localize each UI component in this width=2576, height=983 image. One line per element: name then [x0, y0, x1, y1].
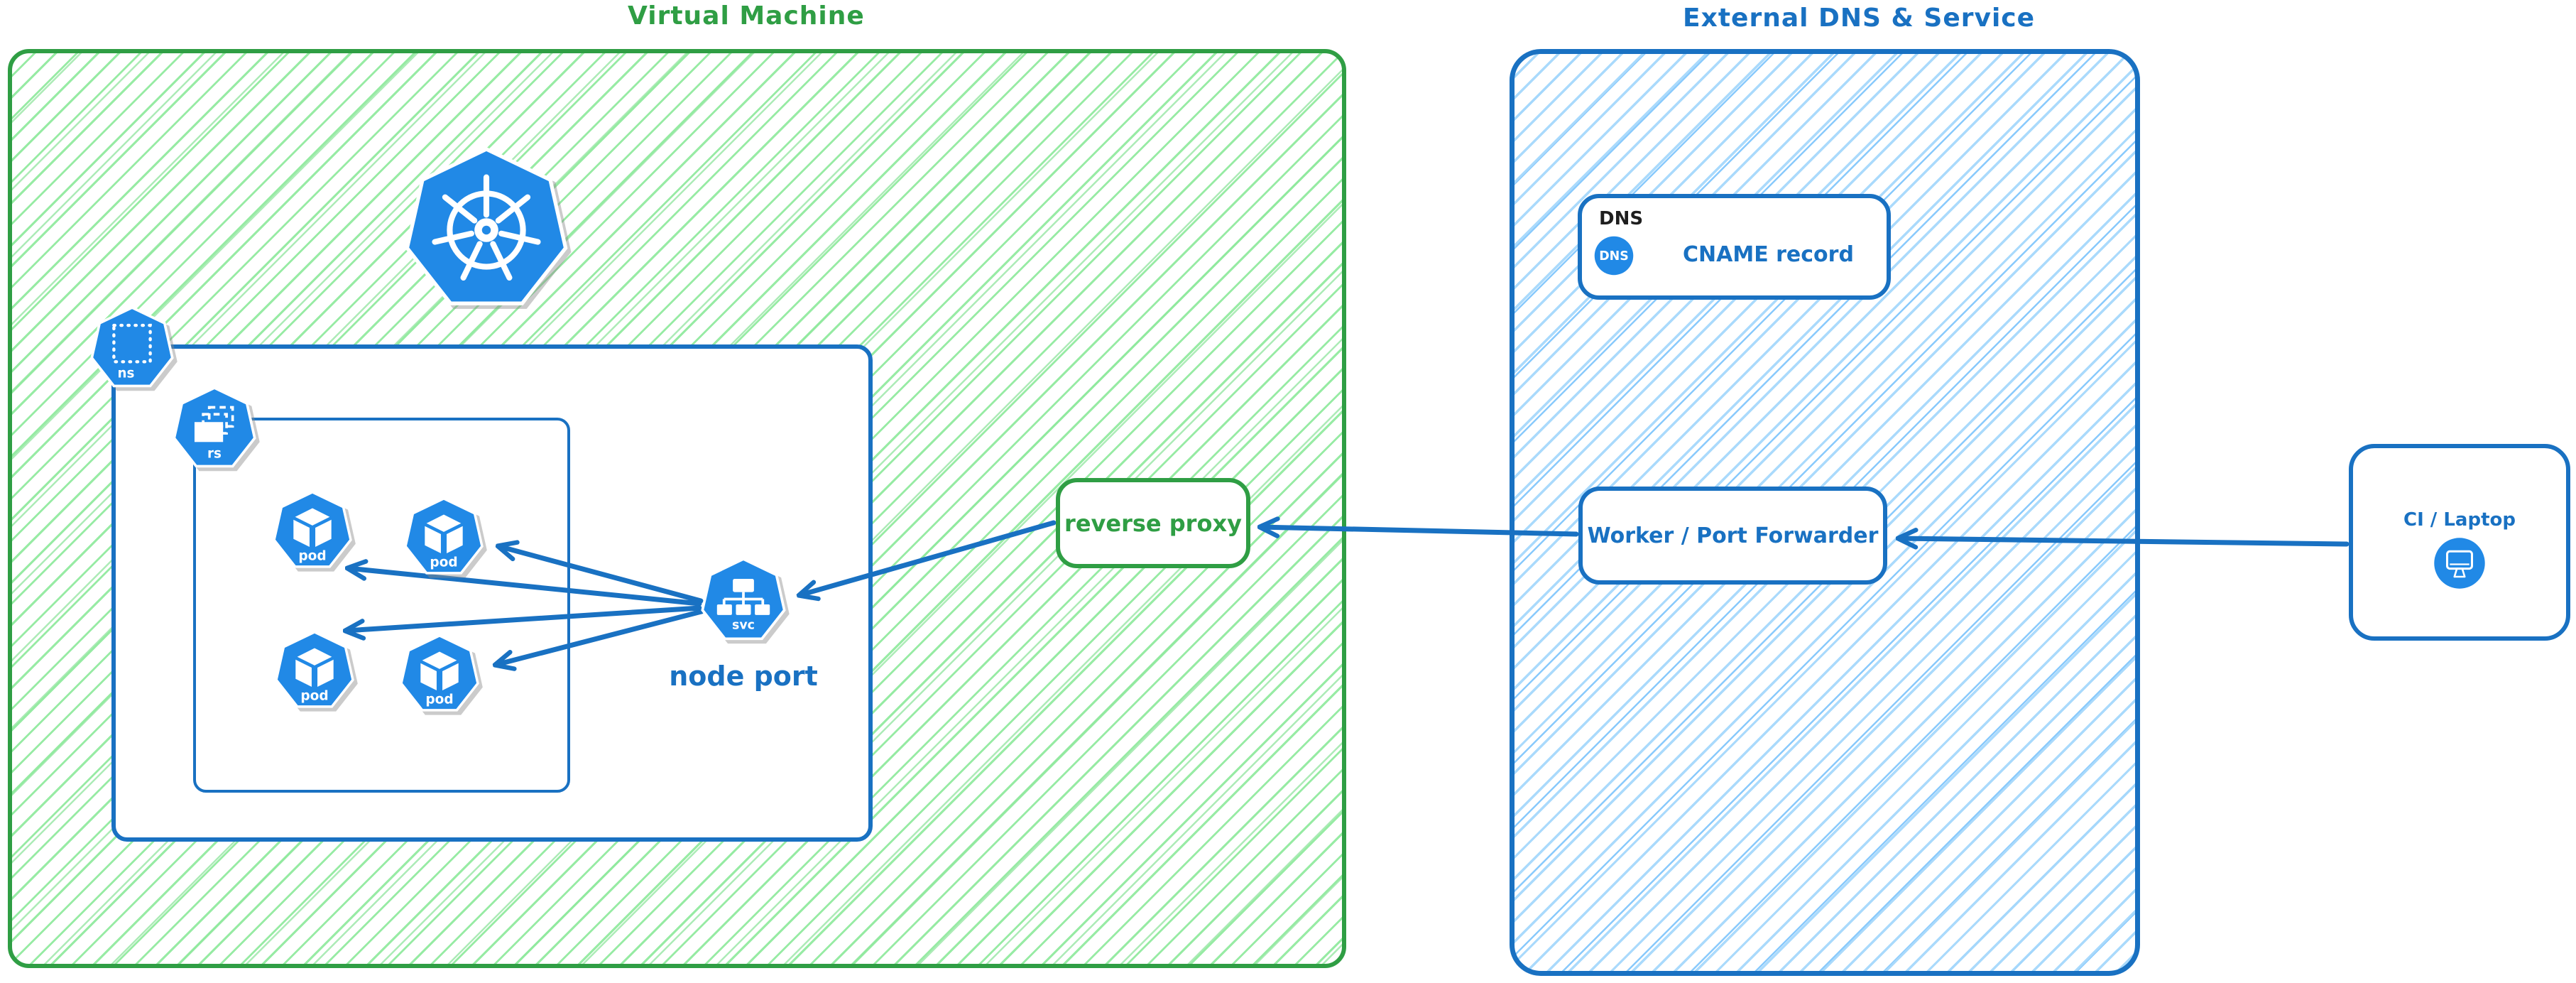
kubernetes-logo-icon: [401, 145, 572, 315]
namespace-icon: ns: [90, 306, 174, 388]
worker-label: Worker / Port Forwarder: [1587, 523, 1879, 548]
pod-icon: pod: [400, 634, 479, 712]
service-icon: svc: [701, 558, 786, 641]
monitor-icon: [2434, 538, 2485, 589]
svg-text:pod: pod: [298, 549, 326, 564]
pod-icon: pod: [404, 497, 484, 575]
replicaset-box: [193, 418, 570, 793]
dns-badge-icon: DNS: [1594, 236, 1634, 276]
dns-node: DNS DNS CNAME record: [1578, 194, 1891, 300]
external-dns-group-title: External DNS & Service: [1683, 4, 2036, 33]
svg-text:ns: ns: [117, 366, 134, 381]
svg-text:pod: pod: [300, 689, 328, 704]
svg-text:svc: svc: [732, 619, 755, 633]
svg-text:pod: pod: [425, 693, 453, 707]
ci-laptop-label: CI / Laptop: [2403, 509, 2516, 531]
svg-text:pod: pod: [430, 555, 457, 570]
worker-port-forwarder-node: Worker / Port Forwarder: [1578, 487, 1887, 585]
cname-record-label: CNAME record: [1683, 242, 1854, 267]
virtual-machine-group-title: Virtual Machine: [628, 1, 865, 31]
dns-heading: DNS: [1599, 208, 1644, 229]
node-port-label: node port: [669, 661, 818, 692]
reverse-proxy-node: reverse proxy: [1056, 478, 1250, 568]
svg-text:DNS: DNS: [1599, 249, 1629, 264]
pod-icon: pod: [273, 491, 352, 568]
ci-laptop-node: CI / Laptop: [2349, 444, 2570, 641]
pod-icon: pod: [275, 631, 354, 708]
reverse-proxy-label: reverse proxy: [1064, 509, 1242, 537]
svg-text:rs: rs: [207, 446, 222, 461]
replicaset-icon: rs: [173, 386, 256, 468]
